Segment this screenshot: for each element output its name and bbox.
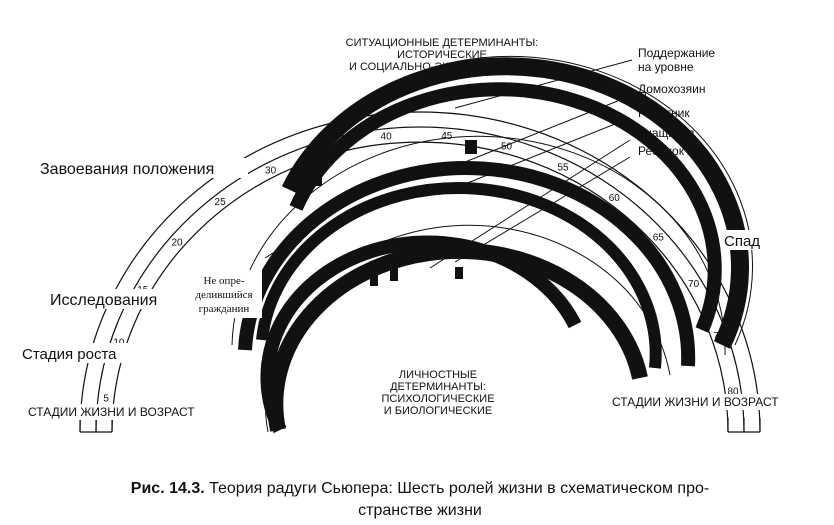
stage-axis-right: СТАДИИ ЖИЗНИ И ВОЗРАСТ [612, 395, 779, 409]
student-block-3 [455, 267, 463, 279]
age-tick-60: 60 [609, 193, 621, 204]
personal-line-2: ДЕТЕРМИНАНТЫ: [390, 381, 486, 393]
figure-caption: Рис. 14.3. Теория радуги Сьюпера: Шесть … [40, 478, 800, 522]
age-tick-70: 70 [688, 279, 700, 290]
student-block-2 [390, 267, 398, 281]
citizen-line-3: гражданин [199, 303, 250, 315]
personal-line-1: ЛИЧНОСТНЫЕ [399, 369, 477, 381]
personal-determinants: ЛИЧНОСТНЫЕ ДЕТЕРМИНАНТЫ: ПСИХОЛОГИЧЕСКИЕ… [381, 369, 494, 417]
stage-establishment: Завоевания положения [40, 161, 214, 178]
role-label-student: Учащийся [638, 126, 694, 140]
band-child [267, 242, 648, 432]
band-homemaker [289, 82, 722, 333]
stage-labels: Завоевания положения Исследования Стадия… [20, 158, 800, 420]
citizen-line-2: делившийся [195, 289, 252, 301]
student-block-1 [370, 272, 378, 286]
age-tick-25: 25 [215, 197, 227, 208]
band-inner [260, 235, 582, 434]
situational-line-3: И СОЦИАЛЬНО-ЭКОНОМИЧЕСКИЕ [349, 61, 535, 73]
maintenance-notch [465, 140, 477, 154]
band-worker [238, 160, 696, 367]
caption-number: Рис. 14.3. [130, 480, 205, 497]
stage-exploration: Исследования [50, 292, 157, 309]
stage-decline: Спад [724, 233, 760, 250]
age-tick-5: 5 [103, 393, 109, 404]
role-label-worker: Работник [638, 106, 690, 120]
age-tick-30: 30 [265, 165, 277, 176]
age-tick-45: 45 [441, 131, 453, 142]
band-left-stub [298, 160, 322, 186]
personal-line-4: И БИОЛОГИЧЕСКИЕ [384, 405, 492, 417]
age-tick-50: 50 [501, 141, 513, 152]
role-label-maintenance-2: на уровне [638, 60, 694, 74]
personal-line-3: ПСИХОЛОГИЧЕСКИЕ [381, 393, 494, 405]
leader-lines [264, 59, 633, 269]
citizen-line-1: Не опре- [203, 275, 244, 287]
role-label-homemaker: Домохозяин [638, 82, 705, 96]
age-tick-65: 65 [653, 232, 665, 243]
role-labels: Поддержание на уровне Домохозяин Работни… [638, 46, 715, 158]
undefined-citizen-label: Не опре- делившийся гражданин [186, 270, 262, 318]
situational-line-2: ИСТОРИЧЕСКИЕ [397, 49, 487, 61]
stage-axis-left: СТАДИИ ЖИЗНИ И ВОЗРАСТ [28, 405, 195, 419]
role-label-maintenance-1: Поддержание [638, 46, 715, 60]
caption-text-line2: странстве жизни [358, 502, 482, 519]
role-bands [231, 55, 754, 434]
situational-determinants: СИТУАЦИОННЫЕ ДЕТЕРМИНАНТЫ: ИСТОРИЧЕСКИЕ … [346, 37, 539, 73]
caption-text: Теория радуги Сьюпера: Шесть ролей жизни… [204, 480, 710, 497]
age-tick-80: 80 [727, 387, 739, 398]
band-student [256, 181, 662, 369]
age-tick-40: 40 [381, 132, 393, 143]
life-career-rainbow-diagram: 5101520253035404550556065707580 [20, 37, 800, 434]
situational-line-1: СИТУАЦИОННЫЕ ДЕТЕРМИНАНТЫ: [346, 37, 539, 49]
age-tick-20: 20 [171, 238, 183, 249]
role-label-child: Ребенок [638, 144, 685, 158]
age-tick-55: 55 [557, 162, 569, 173]
stage-growth: Стадия роста [22, 346, 117, 363]
